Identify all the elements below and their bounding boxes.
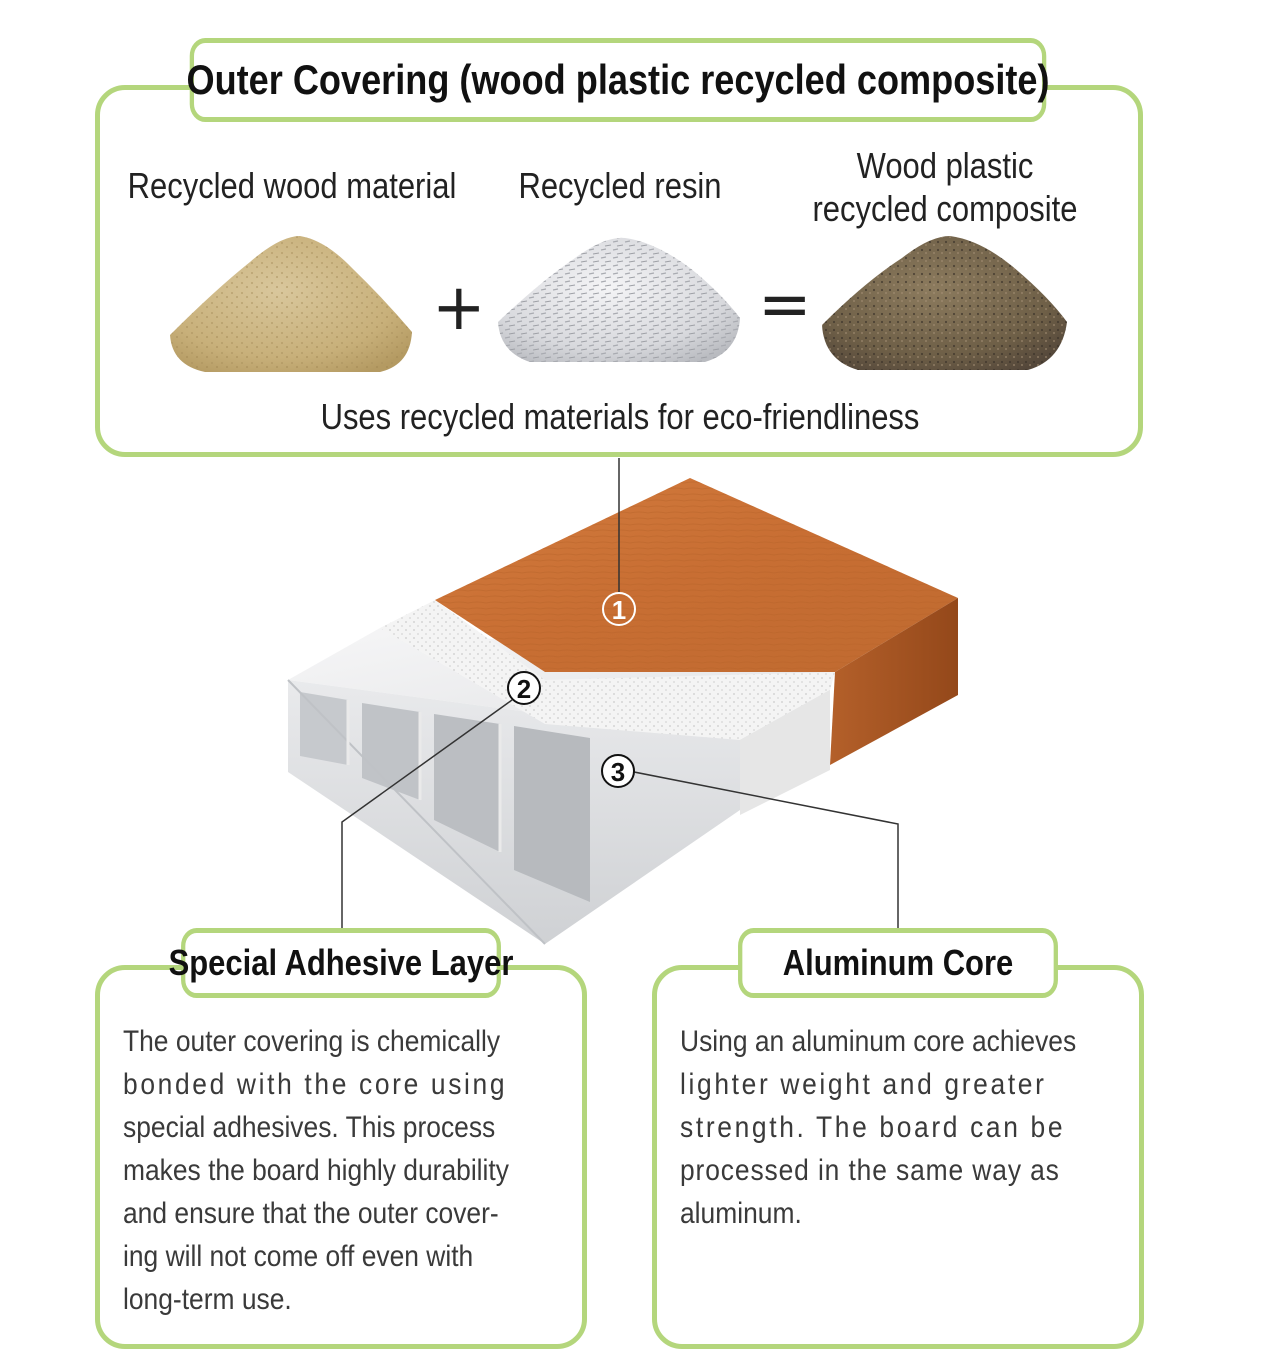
adhesive-line-5: and ensure that the outer cover-	[123, 1197, 499, 1230]
composite-pile-icon	[822, 236, 1067, 370]
ingredient-label-composite-line1: Wood plastic	[856, 145, 1034, 186]
ingredient-label-resin: Recycled resin	[518, 165, 722, 206]
adhesive-line-7: long-term use.	[123, 1283, 292, 1316]
wood-material-pile-icon	[170, 236, 412, 372]
wood-covering-illustration	[435, 478, 958, 765]
adhesive-line-4: makes the board highly durability	[123, 1154, 509, 1187]
marker-3: 3	[601, 754, 635, 788]
adhesive-layer-title-tab: Special Adhesive Layer	[169, 928, 513, 998]
marker-2: 2	[507, 671, 541, 705]
adhesive-layer-title: Special Adhesive Layer	[168, 942, 514, 983]
adhesive-line-1: The outer covering is chemically	[123, 1025, 501, 1058]
adhesive-layer-description: The outer covering is chemically bonded …	[123, 1020, 509, 1321]
aluminum-line-2: lighter weight and greater	[680, 1068, 1047, 1101]
aluminum-line-1: Using an aluminum core achieves	[680, 1025, 1077, 1058]
adhesive-layer-illustration	[380, 600, 835, 815]
adhesive-line-2: bonded with the core using	[123, 1068, 508, 1101]
outer-covering-title: Outer Covering (wood plastic recycled co…	[186, 56, 1050, 103]
marker-2-label: 2	[517, 674, 531, 704]
leader-lines	[341, 458, 899, 928]
aluminum-line-3: strength. The board can be	[680, 1111, 1066, 1144]
adhesive-line-3: special adhesives. This process	[123, 1111, 496, 1144]
aluminum-core-panel	[652, 965, 1144, 1349]
equals-symbol: =	[758, 268, 812, 342]
marker-3-label: 3	[611, 757, 625, 787]
resin-pile-icon	[498, 237, 740, 362]
aluminum-core-description: Using an aluminum core achieves lighter …	[680, 1020, 1076, 1235]
marker-1-label: 1	[612, 595, 626, 625]
ingredient-label-wood: Recycled wood material	[127, 165, 457, 206]
aluminum-line-4: processed in the same way as	[680, 1154, 1060, 1187]
ingredient-label-composite-line2: recycled composite	[812, 188, 1078, 229]
aluminum-line-5: aluminum.	[680, 1197, 802, 1230]
aluminum-core-title: Aluminum Core	[782, 942, 1014, 983]
marker-1: 1	[602, 592, 636, 626]
aluminum-core-title-tab: Aluminum Core	[738, 928, 1058, 998]
adhesive-layer-panel	[95, 965, 587, 1349]
eco-caption: Uses recycled materials for eco-friendli…	[320, 396, 920, 437]
outer-covering-title-tab: Outer Covering (wood plastic recycled co…	[186, 38, 1050, 122]
adhesive-line-6: ing will not come off even with	[123, 1240, 474, 1273]
plus-symbol: +	[432, 271, 486, 345]
